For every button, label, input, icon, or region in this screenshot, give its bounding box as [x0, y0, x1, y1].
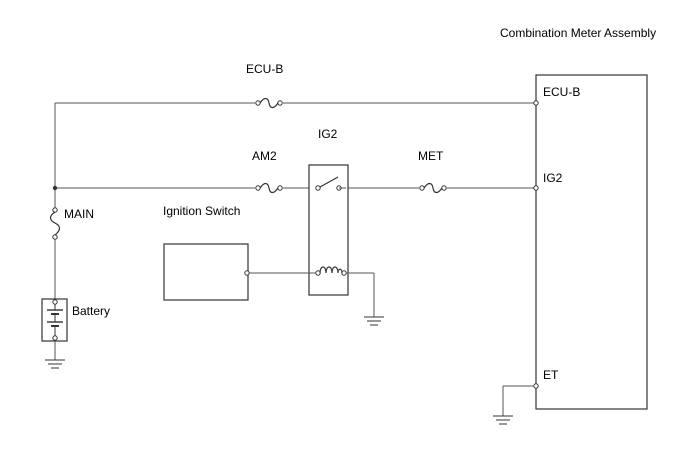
relay-switch-contact — [315, 176, 346, 191]
combination-meter-title: Combination Meter Assembly — [500, 26, 656, 40]
pin-ig2-label: IG2 — [543, 171, 563, 185]
main-fuse-symbol — [49, 207, 61, 240]
ground-symbol — [364, 316, 384, 326]
ignition-switch-terminal — [244, 270, 250, 276]
am2-fuse-symbol — [255, 182, 283, 194]
junction-dot — [52, 185, 58, 191]
ig2-pin-terminal — [533, 185, 539, 191]
am2-fuse-label: AM2 — [252, 149, 277, 163]
battery-symbol — [47, 299, 63, 341]
et-ground-symbol — [493, 415, 513, 425]
main-fuse-label: MAIN — [64, 207, 94, 221]
combination-meter-box — [535, 74, 648, 410]
ecub-pin-terminal — [533, 100, 539, 106]
pin-ecub-label: ECU-B — [543, 85, 580, 99]
ig2-relay-box — [308, 164, 349, 296]
ecub-fuse-label: ECU-B — [246, 62, 283, 76]
battery-label: Battery — [72, 304, 110, 318]
coil-ground-wire — [346, 272, 375, 317]
ignition-switch-label: Ignition Switch — [163, 204, 240, 218]
met-fuse-label: MET — [418, 149, 444, 163]
ignition-switch-box — [163, 243, 249, 301]
ecub-fuse-symbol — [255, 97, 283, 109]
met-fuse-symbol — [419, 182, 447, 194]
pin-et-label: ET — [543, 368, 559, 382]
ig2-relay-label: IG2 — [318, 127, 338, 141]
et-ground-wire — [502, 385, 534, 416]
et-pin-terminal — [533, 383, 539, 389]
battery-ground-symbol — [45, 359, 65, 369]
